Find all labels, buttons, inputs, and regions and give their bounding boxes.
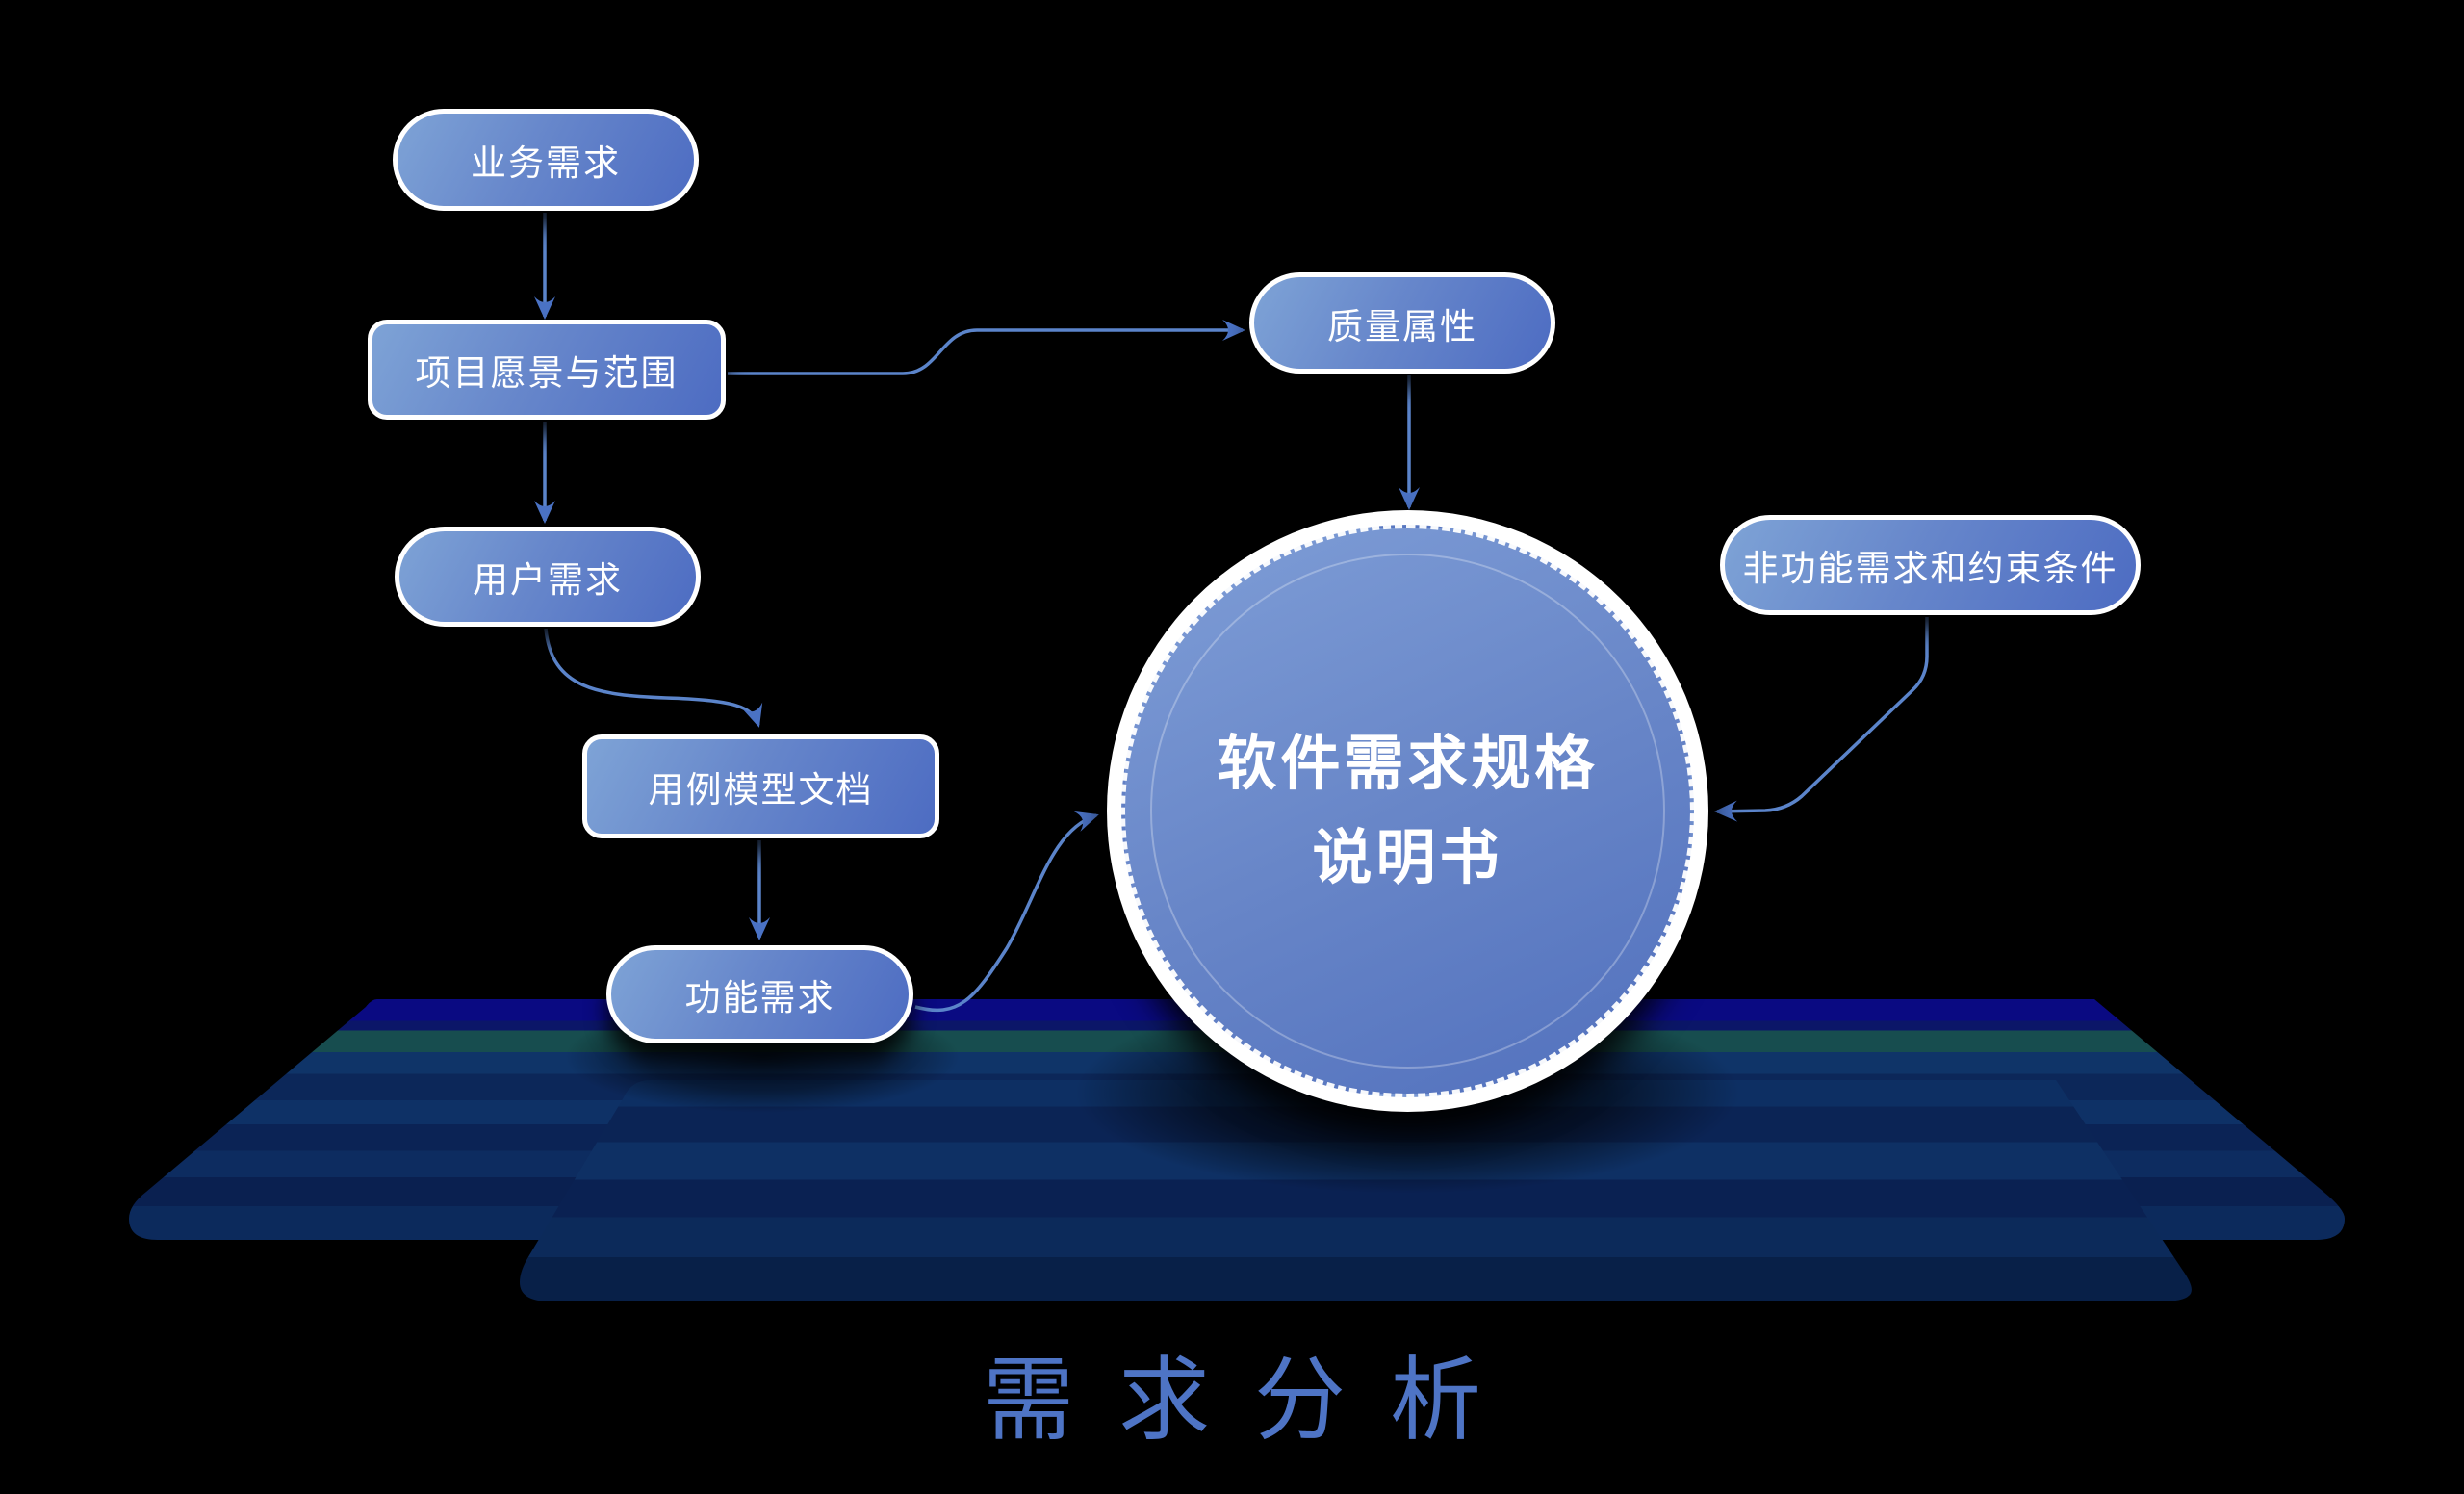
connector-user-to-usecase	[544, 628, 763, 728]
connector-layer	[534, 213, 1929, 1013]
connector-functional-to-srs	[914, 811, 1099, 1013]
srs-title-line2: 说明书	[1312, 824, 1503, 891]
diagram-title: 需求分析	[982, 1350, 1526, 1452]
connector-nonfunctional-to-srs	[1714, 617, 1929, 822]
connector-vision-to-quality	[728, 320, 1245, 375]
node-label: 功能需求	[684, 978, 835, 1017]
node-user-requirements: 用户需求	[395, 527, 701, 627]
node-quality-attributes: 质量属性	[1249, 272, 1555, 374]
node-use-case-model-document: 用例模型文档	[582, 734, 939, 838]
srs-title-line1: 软件需求规格	[1217, 730, 1599, 797]
node-label: 业务需求	[471, 143, 621, 183]
node-functional-requirements: 功能需求	[606, 945, 913, 1043]
node-project-vision-scope: 项目愿景与范围	[368, 320, 726, 420]
node-label: 项目愿景与范围	[415, 353, 679, 393]
node-label: 用例模型文档	[648, 770, 874, 810]
node-nonfunctional-requirements-constraints: 非功能需求和约束条件	[1720, 515, 2141, 615]
node-label: 质量属性	[1327, 306, 1477, 347]
node-label: 用户需求	[473, 560, 623, 600]
node-business-requirements: 业务需求	[393, 109, 699, 211]
platform-layers	[129, 992, 2345, 1301]
srs-circle: 软件需求规格 说明书	[1107, 510, 1708, 1112]
srs-circle-inner: 软件需求规格 说明书	[1121, 525, 1694, 1097]
node-label: 非功能需求和约束条件	[1742, 549, 2118, 588]
